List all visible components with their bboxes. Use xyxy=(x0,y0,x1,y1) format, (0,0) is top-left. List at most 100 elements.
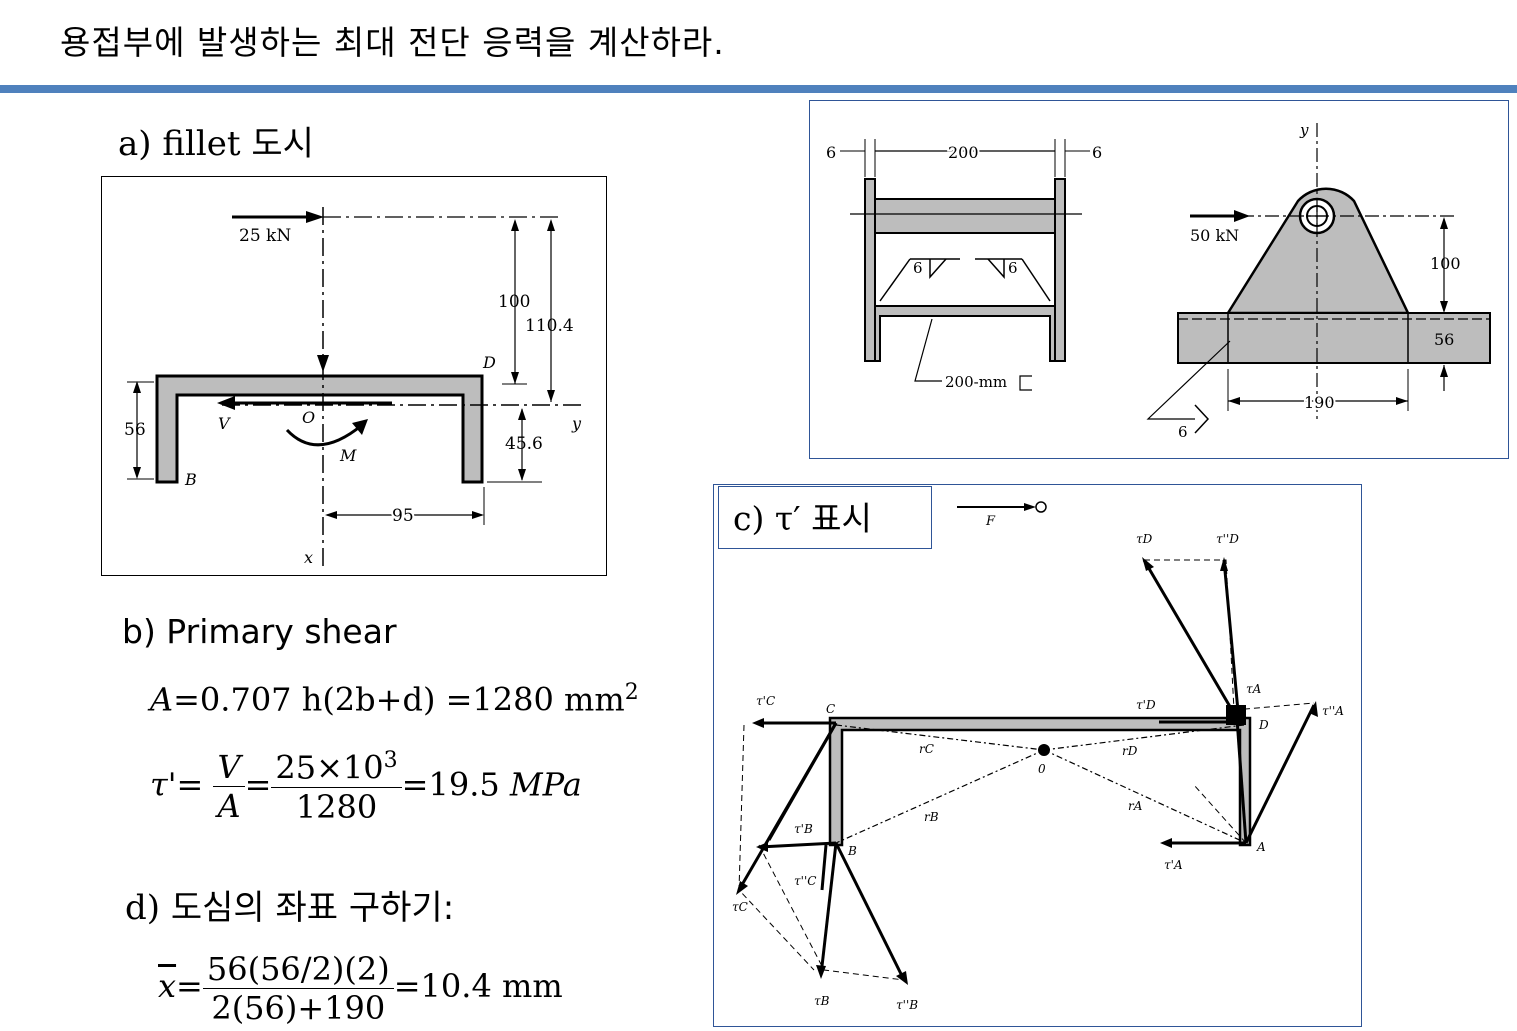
f-point-icon xyxy=(1035,501,1047,513)
eq-xbar-den: 2(56)+190 xyxy=(211,989,386,1027)
label-r-b: rB xyxy=(924,810,939,824)
f-arrowhead xyxy=(1024,503,1036,511)
dim-56-b-label: 56 xyxy=(1434,330,1454,349)
label-o: 0 xyxy=(1038,762,1046,776)
dim-56-arrow-top xyxy=(133,381,141,393)
label-c: C xyxy=(826,702,835,716)
radius-lines xyxy=(835,724,1247,844)
shear-v-arrowhead xyxy=(217,396,235,410)
axis-x-label: x xyxy=(304,548,313,567)
dim-95-label: 95 xyxy=(392,506,414,526)
equation-xbar: x=56(56/2)(2)2(56)+190=10.4 mm xyxy=(158,950,563,1027)
section-d-label: d) 도심의 좌표 구하기: xyxy=(125,880,454,929)
eq-tau-f1-den: A xyxy=(217,787,241,826)
channel-weld xyxy=(828,716,1252,847)
dim-95-arrow-right xyxy=(472,511,484,519)
weld-6c-label: 6 xyxy=(1178,423,1188,441)
f-label: F xyxy=(985,514,996,529)
shear-v-label: V xyxy=(218,414,231,433)
force-label: 25 kN xyxy=(239,226,291,246)
section-c-prefix: c) τ′ xyxy=(733,499,801,538)
dim-95-arrow-left xyxy=(325,511,337,519)
dim-190-arrow-r xyxy=(1396,397,1408,405)
label-tau-a: τA xyxy=(1246,682,1262,696)
channel-section xyxy=(874,305,1056,362)
dim-56-arrow-bottom xyxy=(133,467,141,479)
label-r-d: rD xyxy=(1122,744,1138,758)
left-plate xyxy=(864,178,876,362)
figure-a-drawing: 25 kN 100 110.4 45.6 56 95 V xyxy=(124,207,582,567)
dim-456-label: 45.6 xyxy=(505,434,543,454)
section-b-label: b) Primary shear xyxy=(122,612,397,651)
vector-arrowheads xyxy=(736,557,1318,985)
bracket-plate xyxy=(1225,187,1410,315)
channel-weld-shape xyxy=(155,374,484,484)
bracket-axis-y-label: y xyxy=(1299,121,1309,139)
dim-56-label: 56 xyxy=(124,420,146,440)
dim-456-arrow-bottom xyxy=(518,469,526,481)
label-b: B xyxy=(847,844,857,858)
moment-arrowhead xyxy=(352,419,368,435)
point-b-label: B xyxy=(184,470,197,489)
weld-symbol-bracket xyxy=(1194,404,1210,434)
eq-xbar-frac: 56(56/2)(2)2(56)+190 xyxy=(202,950,394,1027)
eq-tau-f2-num: 25×103 xyxy=(271,748,402,788)
dim-100-arrow-top xyxy=(511,219,519,231)
eq-tau-unit: MPa xyxy=(509,765,582,804)
figure-bracket-drawing: 6 200 6 6 6 200-mm y 50 kN xyxy=(826,121,1491,441)
dim-456-arrow-top xyxy=(518,408,526,420)
eq-xbar-eq: = xyxy=(176,967,203,1005)
force-arrowhead xyxy=(306,211,324,223)
centroid-point xyxy=(1038,744,1050,756)
eq-tau-eq: = xyxy=(244,765,272,804)
weld-leader-left xyxy=(879,258,911,302)
section-a-korean: 도시 xyxy=(251,124,314,164)
channel-label: 200-mm xyxy=(945,373,1007,391)
dim-100-b-label: 100 xyxy=(1430,254,1461,273)
moment-label: M xyxy=(339,446,357,465)
eq-tau-f2-num-text: 25×10 xyxy=(275,748,384,787)
cross-bar xyxy=(874,198,1056,234)
eq-tau-f2-den: 1280 xyxy=(295,787,378,826)
construction-lines xyxy=(738,559,1315,981)
label-tau-b-pp: τ''B xyxy=(896,998,918,1012)
point-o-label: O xyxy=(302,408,315,427)
force-50-arrowhead xyxy=(1234,210,1250,222)
dim-6b-label: 6 xyxy=(1092,143,1102,162)
weld-6b-label: 6 xyxy=(1008,259,1018,277)
moment-arc xyxy=(285,423,363,447)
weld-symbol-left xyxy=(929,258,947,279)
channel-symbol-icon xyxy=(1019,375,1032,391)
label-tau-d: τD xyxy=(1136,532,1153,546)
figure-c-drawing: F xyxy=(732,501,1344,1012)
dim-6a-label: 6 xyxy=(826,143,836,162)
dim-190-arrow-l xyxy=(1228,397,1240,405)
label-tau-a-pp: τ''A xyxy=(1322,704,1344,718)
corner-d-block xyxy=(1226,705,1246,725)
label-d: D xyxy=(1258,718,1269,732)
section-a-prefix: a) fillet xyxy=(118,124,241,164)
stress-vectors xyxy=(737,559,1316,981)
eq-tau-f1-num: V xyxy=(213,748,245,788)
eq-tau-result: =19.5 xyxy=(401,765,500,804)
figure-c-frame: F xyxy=(713,484,1362,1027)
figure-bracket-frame: 6 200 6 6 6 200-mm y 50 kN xyxy=(809,100,1509,459)
title-rule xyxy=(0,85,1517,93)
eq-area-lhs: A xyxy=(150,680,174,719)
page-title: 용접부에 발생하는 최대 전단 응력을 계산하라. xyxy=(60,23,725,62)
dim-200-label: 200 xyxy=(948,143,979,162)
label-a: A xyxy=(1256,840,1266,854)
eq-area-expr: =0.707 h(2b+d) =1280 mm xyxy=(173,680,625,719)
label-tau-b-p: τ'B xyxy=(794,822,813,836)
dim-100-b-bottom xyxy=(1440,301,1448,313)
weld-6a-label: 6 xyxy=(913,259,923,277)
axis-y-label: y xyxy=(571,414,582,433)
eq-xbar-num: 56(56/2)(2) xyxy=(202,950,394,989)
section-c-label: c) τ′ 표시 xyxy=(718,486,932,549)
eq-xbar-lhs: x xyxy=(158,967,177,1005)
force-50-label: 50 kN xyxy=(1190,226,1239,245)
base-beam xyxy=(1177,312,1491,364)
label-tau-c-p: τ'C xyxy=(756,694,775,708)
